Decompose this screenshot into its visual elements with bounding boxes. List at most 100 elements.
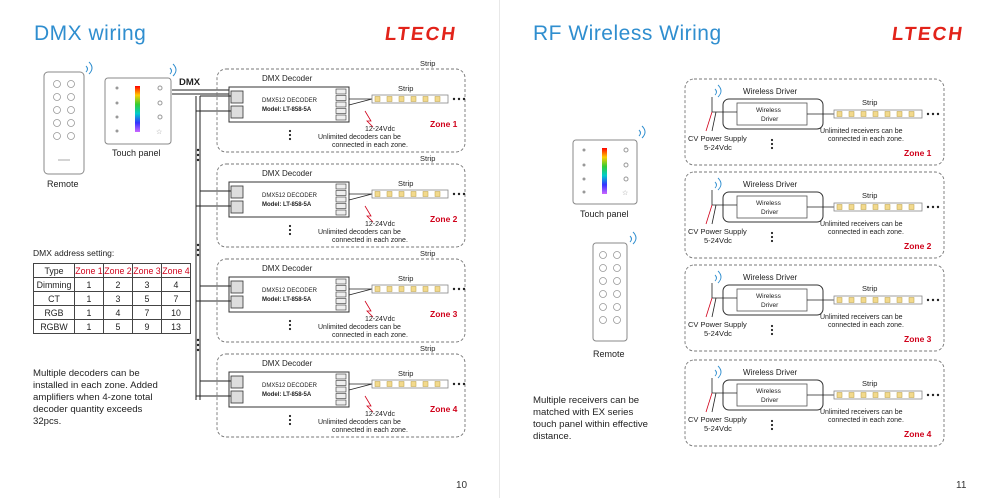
decoder-model-line1: DMX512 DECODER bbox=[262, 288, 318, 294]
power-label-line1: CV Power Supply bbox=[688, 415, 747, 424]
table-header-row: Type Zone 1 Zone 2 Zone 3 Zone 4 bbox=[33, 263, 191, 278]
page-rf-wireless-wiring: RF Wireless Wiring LTECH ☆ Touch panel bbox=[500, 0, 1000, 498]
note-line: distance. bbox=[533, 431, 572, 442]
page-number: 10 bbox=[456, 480, 468, 491]
dmx-decoder-icon bbox=[228, 371, 350, 408]
decoder-model-line1: DMX512 DECODER bbox=[262, 98, 318, 104]
dmx-decoder-icon bbox=[228, 276, 350, 313]
driver-line1: Wireless bbox=[756, 293, 782, 300]
driver-title: Wireless Driver bbox=[743, 87, 798, 96]
unlimited-label-line2: connected in each zone. bbox=[332, 142, 408, 149]
note-line: amplifiers when 4-zone total bbox=[33, 392, 153, 403]
table-header-cell: Zone 4 bbox=[161, 263, 191, 278]
table-cell: 3 bbox=[132, 277, 162, 292]
driver-line2: Driver bbox=[761, 302, 779, 309]
page-title: DMX wiring bbox=[34, 22, 147, 45]
power-label: 12-24Vdc bbox=[365, 316, 395, 323]
power-label-line2: 5-24Vdc bbox=[704, 143, 732, 152]
zone-label: Zone 3 bbox=[904, 334, 932, 344]
unlimited-label-line2: connected in each zone. bbox=[332, 237, 408, 244]
driver-line2: Driver bbox=[761, 116, 779, 123]
zone-boundary bbox=[216, 163, 466, 248]
strip-label: Strip bbox=[398, 179, 413, 188]
remote-control-icon bbox=[43, 61, 93, 175]
driver-line2: Driver bbox=[761, 209, 779, 216]
strip-label: Strip bbox=[420, 154, 435, 163]
table-header-cell: Zone 2 bbox=[103, 263, 133, 278]
table-cell: Dimming bbox=[33, 277, 75, 292]
power-label: 12-24Vdc bbox=[365, 411, 395, 418]
decoder-title: DMX Decoder bbox=[262, 264, 313, 273]
touch-panel-label: Touch panel bbox=[112, 148, 161, 158]
table-header-cell: Zone 1 bbox=[74, 263, 104, 278]
unlimited-label-line2: connected in each zone. bbox=[828, 136, 904, 143]
unlimited-label-line1: Unlimited receivers can be bbox=[820, 409, 903, 416]
zone-boundary bbox=[684, 78, 945, 166]
table-cell: RGB bbox=[33, 305, 75, 320]
unlimited-label-line1: Unlimited decoders can be bbox=[318, 419, 401, 426]
power-label-line2: 5-24Vdc bbox=[704, 236, 732, 245]
power-label-line1: CV Power Supply bbox=[688, 320, 747, 329]
zone-label: Zone 4 bbox=[430, 404, 458, 414]
table-cell: 1 bbox=[74, 305, 104, 320]
page-dmx-wiring: DMX wiring LTECH Remote ☆ Touch panel DM… bbox=[33, 22, 468, 491]
unlimited-label-line1: Unlimited receivers can be bbox=[820, 128, 903, 135]
led-strip-icon bbox=[371, 94, 449, 104]
strip-label: Strip bbox=[398, 274, 413, 283]
driver-title: Wireless Driver bbox=[743, 368, 798, 377]
power-label: 12-24Vdc bbox=[365, 126, 395, 133]
led-strip-icon bbox=[371, 189, 449, 199]
table-cell: 2 bbox=[103, 277, 133, 292]
table-cell: 1 bbox=[74, 319, 104, 334]
note-line: 32pcs. bbox=[33, 416, 62, 427]
page-title: RF Wireless Wiring bbox=[533, 22, 722, 45]
strip-label: Strip bbox=[862, 284, 877, 293]
power-label: 12-24Vdc bbox=[365, 221, 395, 228]
address-heading: DMX address setting: bbox=[33, 248, 115, 258]
touch-panel-icon: ☆ bbox=[572, 125, 646, 205]
zone-boundary bbox=[216, 353, 466, 438]
rf-wiring-diagram: ☆ Touch panel Remote Wireless DriverWire… bbox=[572, 78, 945, 447]
zone-label: Zone 2 bbox=[904, 241, 932, 251]
note-line: touch panel within effective bbox=[533, 419, 649, 430]
note-line: decoder quantity exceeds bbox=[33, 404, 143, 415]
svg-text:☆: ☆ bbox=[622, 189, 628, 197]
table-row: RGB 1 4 7 10 bbox=[33, 305, 191, 320]
strip-label: Strip bbox=[862, 98, 877, 107]
decoder-model-line2: Model: LT-858-5A bbox=[262, 202, 312, 208]
page-number: 11 bbox=[956, 480, 967, 491]
strip-label: Strip bbox=[398, 369, 413, 378]
dmx-note: Multiple decoders can be installed in ea… bbox=[33, 368, 158, 428]
driver-line2: Driver bbox=[761, 397, 779, 404]
remote-control-icon bbox=[592, 231, 637, 342]
unlimited-label-line2: connected in each zone. bbox=[332, 332, 408, 339]
strip-label: Strip bbox=[420, 59, 435, 68]
table-row: CT 1 3 5 7 bbox=[33, 291, 191, 306]
decoder-model-line1: DMX512 DECODER bbox=[262, 383, 318, 389]
table-cell: 5 bbox=[103, 319, 133, 334]
table-cell: 10 bbox=[161, 305, 191, 320]
decoder-title: DMX Decoder bbox=[262, 359, 313, 368]
dmx-decoder-icon bbox=[228, 181, 350, 218]
table-cell: 9 bbox=[132, 319, 162, 334]
touch-panel-label: Touch panel bbox=[580, 209, 629, 219]
power-label-line1: CV Power Supply bbox=[688, 227, 747, 236]
unlimited-label-line1: Unlimited receivers can be bbox=[820, 314, 903, 321]
unlimited-label-line1: Unlimited decoders can be bbox=[318, 134, 401, 141]
unlimited-label-line1: Unlimited decoders can be bbox=[318, 324, 401, 331]
driver-line1: Wireless bbox=[756, 200, 782, 207]
rf-note: Multiple receivers can be matched with E… bbox=[533, 395, 648, 443]
table-cell: 7 bbox=[161, 291, 191, 306]
remote-label: Remote bbox=[593, 349, 625, 359]
zone-boundary bbox=[684, 264, 945, 352]
strip-label: Strip bbox=[420, 344, 435, 353]
zone-boundary bbox=[216, 258, 466, 343]
